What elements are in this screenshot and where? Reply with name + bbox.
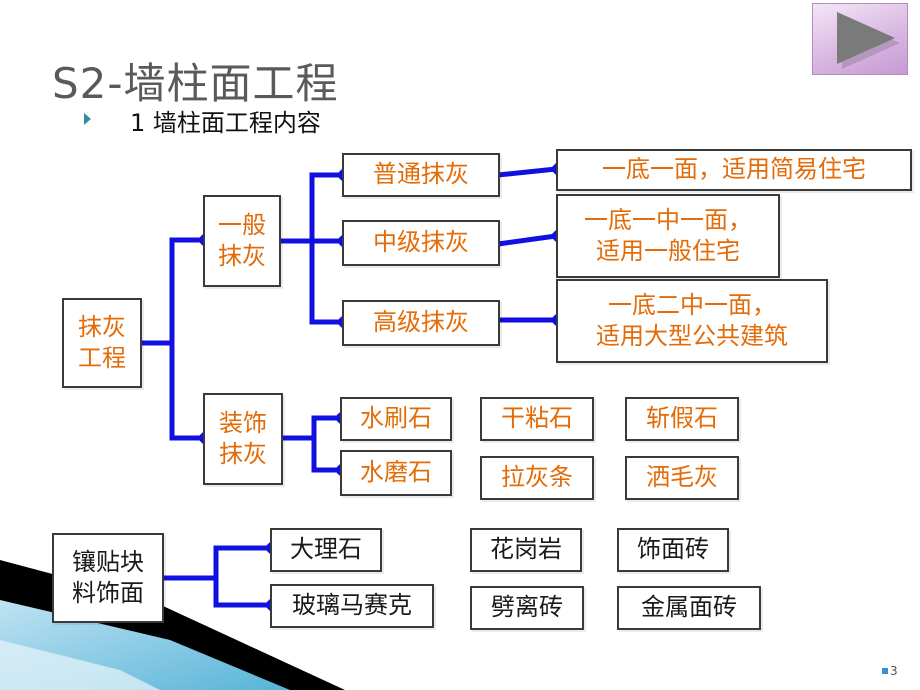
node-line: 抹灰 [78, 312, 126, 341]
node-line: 料饰面 [72, 579, 144, 607]
slide-subtitle: 1 墙柱面工程内容 [130, 109, 321, 137]
node-general-type-2: 中级抹灰 [342, 220, 500, 266]
page-number-text: 3 [890, 664, 898, 678]
page-number: 3 [882, 664, 898, 678]
node-line: 一般 [218, 210, 266, 239]
node-general-type-1: 普通抹灰 [342, 153, 500, 197]
next-slide-button[interactable] [812, 3, 908, 75]
node-desc-3: 一底二中一面， 适用大型公共建筑 [556, 279, 828, 363]
node-decorative-plastering: 装饰抹灰 [203, 393, 283, 485]
node-line: 适用一般住宅 [596, 237, 740, 265]
node-desc-2: 一底一中一面， 适用一般住宅 [556, 194, 780, 278]
node-tile-other-3: 劈离砖 [470, 586, 584, 630]
node-tile-type-1: 大理石 [270, 528, 382, 572]
node-decorative-other-4: 洒毛灰 [625, 456, 739, 500]
node-decorative-type-1: 水刷石 [340, 397, 452, 441]
square-bullet-icon [882, 668, 888, 674]
node-line: 工程 [78, 344, 126, 372]
slide-title: S2-墙柱面工程 [52, 59, 339, 108]
node-line: 镶贴块 [72, 547, 144, 576]
node-tile-other-4: 金属面砖 [617, 586, 761, 630]
node-decorative-type-2: 水磨石 [340, 450, 452, 496]
node-tile-other-2: 饰面砖 [617, 528, 729, 572]
node-line: 抹灰 [219, 440, 267, 468]
root-node-plastering: 抹灰工程 [62, 298, 142, 388]
node-line: 适用大型公共建筑 [596, 322, 788, 350]
node-line: 一底一中一面， [584, 205, 752, 234]
node-tile-other-1: 花岗岩 [470, 528, 582, 572]
node-general-type-3: 高级抹灰 [342, 300, 500, 346]
node-general-plastering: 一般抹灰 [203, 195, 281, 287]
node-line: 一底一面，适用简易住宅 [602, 155, 866, 184]
root-node-tile-facing: 镶贴块料饰面 [52, 533, 164, 623]
bullet-arrow-icon [84, 113, 91, 125]
play-triangle-icon [837, 12, 900, 69]
node-decorative-other-3: 拉灰条 [480, 456, 594, 500]
node-line: 抹灰 [218, 242, 266, 270]
node-desc-1: 一底一面，适用简易住宅 [556, 149, 912, 191]
node-tile-type-2: 玻璃马赛克 [270, 584, 434, 628]
node-line: 一底二中一面， [608, 290, 776, 319]
node-decorative-other-2: 斩假石 [625, 397, 739, 441]
node-decorative-other-1: 干粘石 [480, 397, 594, 441]
node-line: 装饰 [219, 408, 267, 437]
